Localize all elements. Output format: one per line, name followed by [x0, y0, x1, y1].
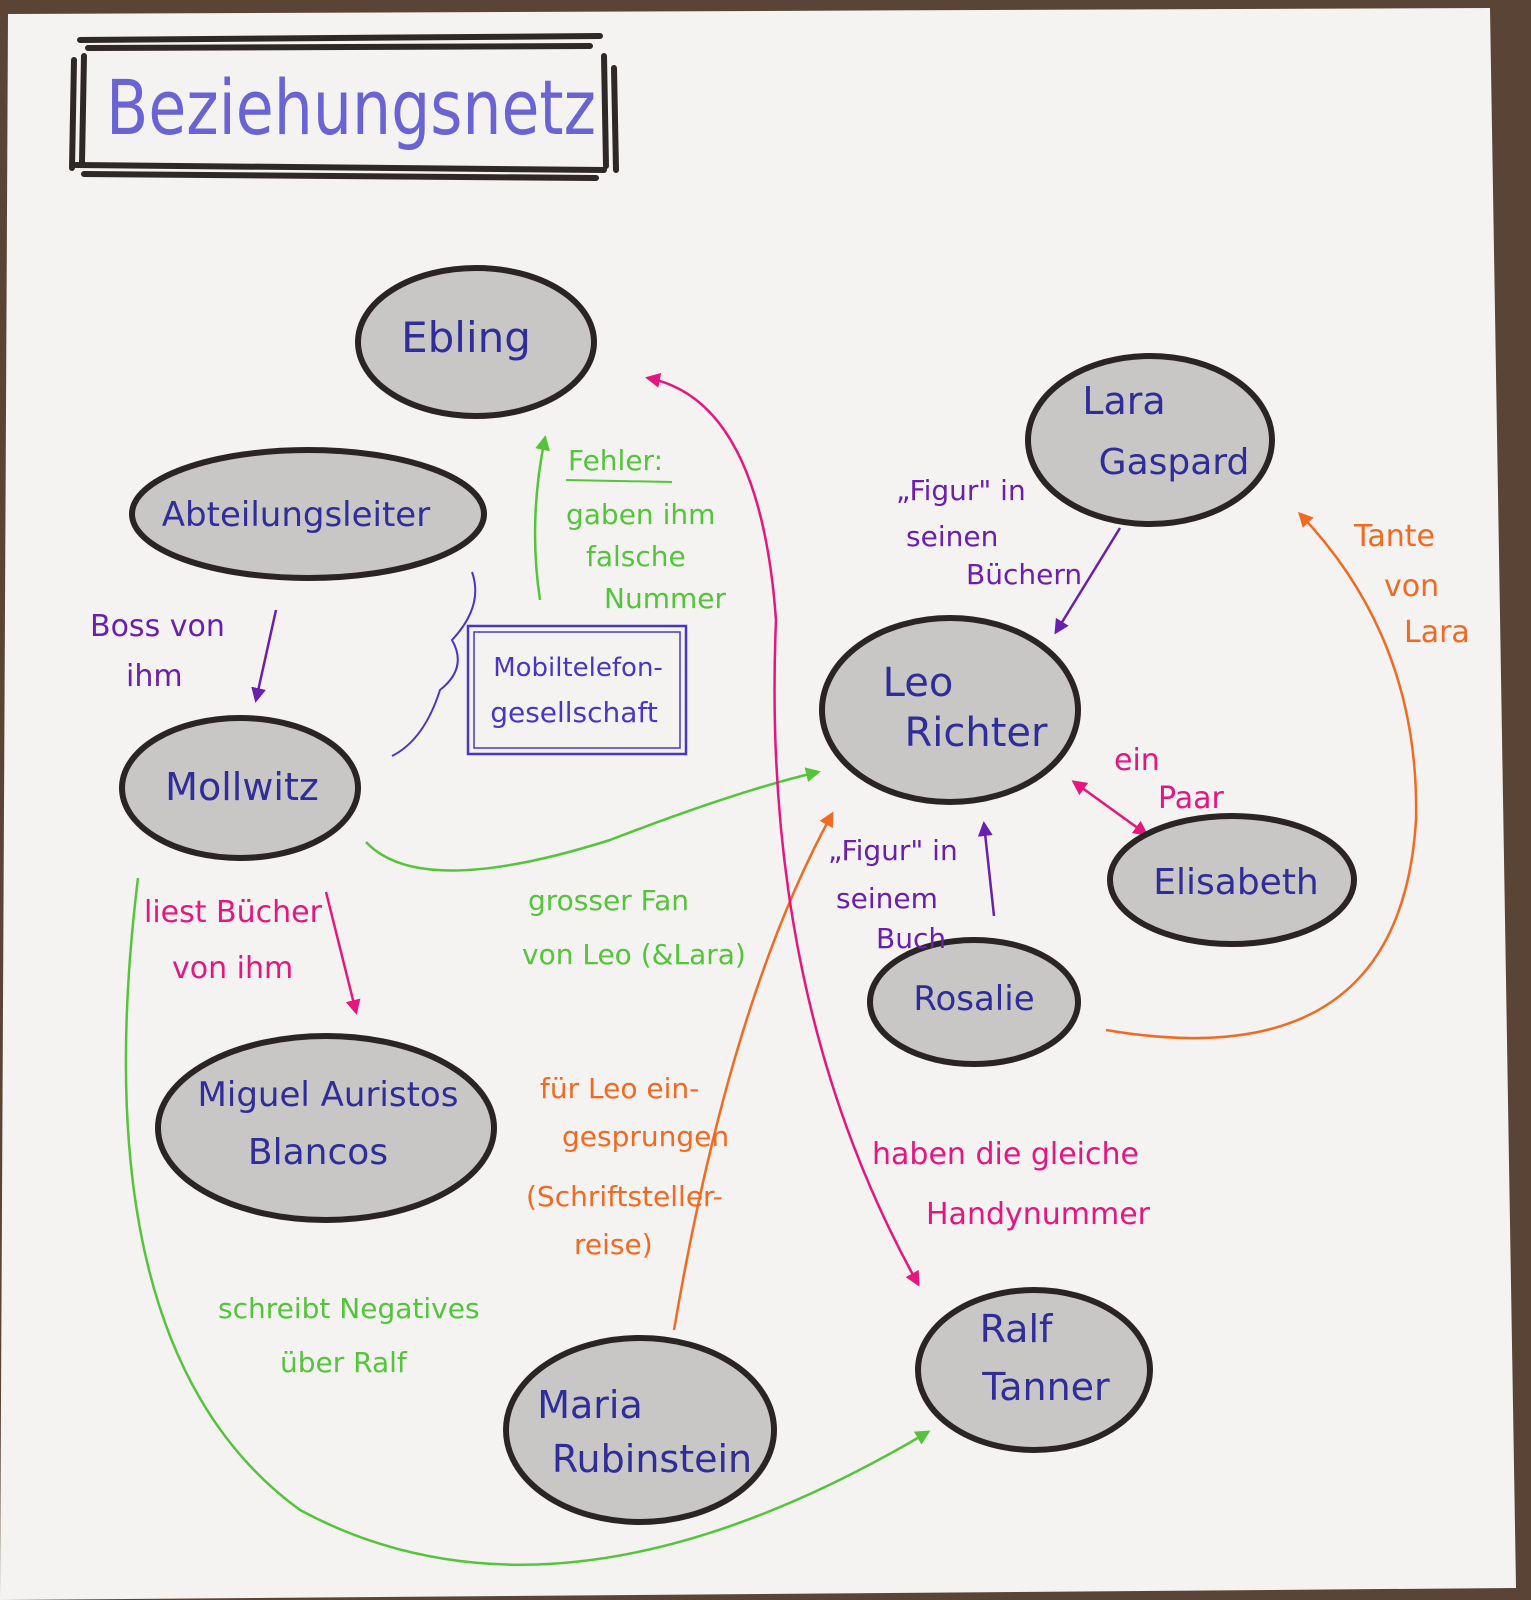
label-fehler: Fehler: gaben ihm falsche Nummer — [565, 444, 726, 615]
label-figur-lara: „Figur" in seinen Büchern — [896, 474, 1082, 591]
node-abteilungsleiter-label: Abteilungsleiter — [162, 495, 430, 535]
label-fuer-4: reise) — [574, 1228, 653, 1261]
label-tante-2: von — [1384, 569, 1439, 604]
node-mollwitz-label: Mollwitz — [165, 765, 319, 809]
brace-mobil — [391, 571, 477, 757]
label-liest: liest Bücher von ihm — [144, 895, 323, 986]
label-figur-a-2: seinen — [906, 520, 998, 553]
label-fan-1: grosser Fan — [528, 884, 689, 917]
label-fehler-1: Fehler: — [568, 444, 663, 477]
arrow-liest — [324, 891, 361, 1015]
label-fan-2: von Leo (&Lara) — [522, 938, 746, 971]
label-tante-1: Tante — [1353, 519, 1435, 554]
arrow-figur-rosalie — [977, 821, 996, 917]
node-miguel-label-1: Miguel Auristos — [198, 1075, 459, 1115]
title-frame — [69, 33, 619, 181]
node-ralf: Ralf Tanner — [915, 1287, 1153, 1453]
label-schreibt: schreibt Negatives über Ralf — [218, 1292, 480, 1379]
label-fuer-leo: für Leo ein- gesprungen (Schriftsteller-… — [526, 1072, 729, 1261]
label-boss-1: Boss von — [90, 609, 225, 644]
arrow-schreibt — [124, 877, 931, 1566]
page-title: Beziehungsnetz — [106, 63, 596, 152]
node-elisabeth-label: Elisabeth — [1153, 862, 1319, 903]
node-abteilungsleiter: Abteilungsleiter — [129, 447, 487, 581]
label-figur-b-2: seinem — [836, 882, 938, 915]
node-lara: Lara Gaspard — [1025, 353, 1275, 527]
arrow-tante — [1105, 511, 1418, 1040]
arrow-paar — [1071, 780, 1149, 836]
node-mobilfunk-label-1: Mobiltelefon- — [493, 653, 663, 683]
node-leo-label-2: Richter — [905, 710, 1049, 756]
node-elisabeth: Elisabeth — [1107, 813, 1357, 947]
arrow-handynummer — [645, 372, 920, 1287]
label-figur-rosalie: „Figur" in seinem Buch — [828, 834, 958, 955]
node-mobilfunk-label-2: gesellschaft — [490, 696, 658, 729]
label-fehler-2: gaben ihm — [566, 498, 715, 531]
label-figur-b-3: Buch — [876, 922, 946, 955]
label-boss: Boss von ihm — [90, 609, 225, 694]
label-paar-2: Paar — [1158, 781, 1225, 816]
node-ralf-label-1: Ralf — [980, 1307, 1054, 1351]
node-ebling: Ebling — [355, 265, 597, 419]
label-handynummer: haben die gleiche Handynummer — [872, 1137, 1151, 1232]
label-liest-2: von ihm — [172, 951, 293, 986]
label-schreibt-1: schreibt Negatives — [218, 1292, 480, 1325]
node-mollwitz: Mollwitz — [119, 715, 361, 861]
node-mobilfunk: Mobiltelefon- gesellschaft — [466, 624, 688, 756]
arrow-fehler — [533, 435, 550, 601]
label-boss-2: ihm — [126, 659, 183, 694]
node-leo: Leo Richter — [819, 615, 1081, 805]
label-liest-1: liest Bücher — [144, 895, 323, 930]
arrow-figur-lara — [1054, 527, 1122, 635]
node-lara-label-1: Lara — [1082, 379, 1165, 423]
node-miguel-label-2: Blancos — [248, 1132, 388, 1173]
label-tante-3: Lara — [1404, 615, 1470, 650]
label-figur-a-1: „Figur" in — [896, 474, 1026, 507]
label-handy-2: Handynummer — [926, 1197, 1151, 1232]
node-maria: Maria Rubinstein — [503, 1335, 777, 1525]
node-ralf-label-2: Tanner — [981, 1365, 1110, 1409]
label-paar: ein Paar — [1114, 743, 1225, 816]
arrow-boss — [251, 609, 278, 703]
node-miguel: Miguel Auristos Blancos — [155, 1033, 497, 1223]
label-fehler-underline — [565, 479, 673, 483]
label-figur-a-3: Büchern — [966, 558, 1082, 591]
node-maria-label-1: Maria — [537, 1383, 643, 1427]
label-handy-1: haben die gleiche — [872, 1137, 1139, 1172]
label-fehler-3: falsche — [586, 540, 686, 573]
label-fan: grosser Fan von Leo (&Lara) — [522, 884, 746, 971]
label-paar-1: ein — [1114, 743, 1160, 778]
label-tante: Tante von Lara — [1353, 519, 1470, 650]
node-lara-label-2: Gaspard — [1099, 442, 1250, 483]
node-ebling-label: Ebling — [401, 313, 531, 362]
label-fuer-3: (Schriftsteller- — [526, 1180, 723, 1213]
label-schreibt-2: über Ralf — [280, 1346, 408, 1379]
node-leo-label-1: Leo — [883, 660, 954, 706]
label-fehler-4: Nummer — [604, 582, 726, 615]
label-fuer-1: für Leo ein- — [540, 1072, 699, 1105]
label-figur-b-1: „Figur" in — [828, 834, 958, 867]
node-rosalie: Rosalie — [867, 937, 1081, 1067]
node-rosalie-label: Rosalie — [913, 979, 1034, 1019]
label-fuer-2: gesprungen — [562, 1120, 729, 1153]
node-maria-label-2: Rubinstein — [552, 1437, 752, 1481]
